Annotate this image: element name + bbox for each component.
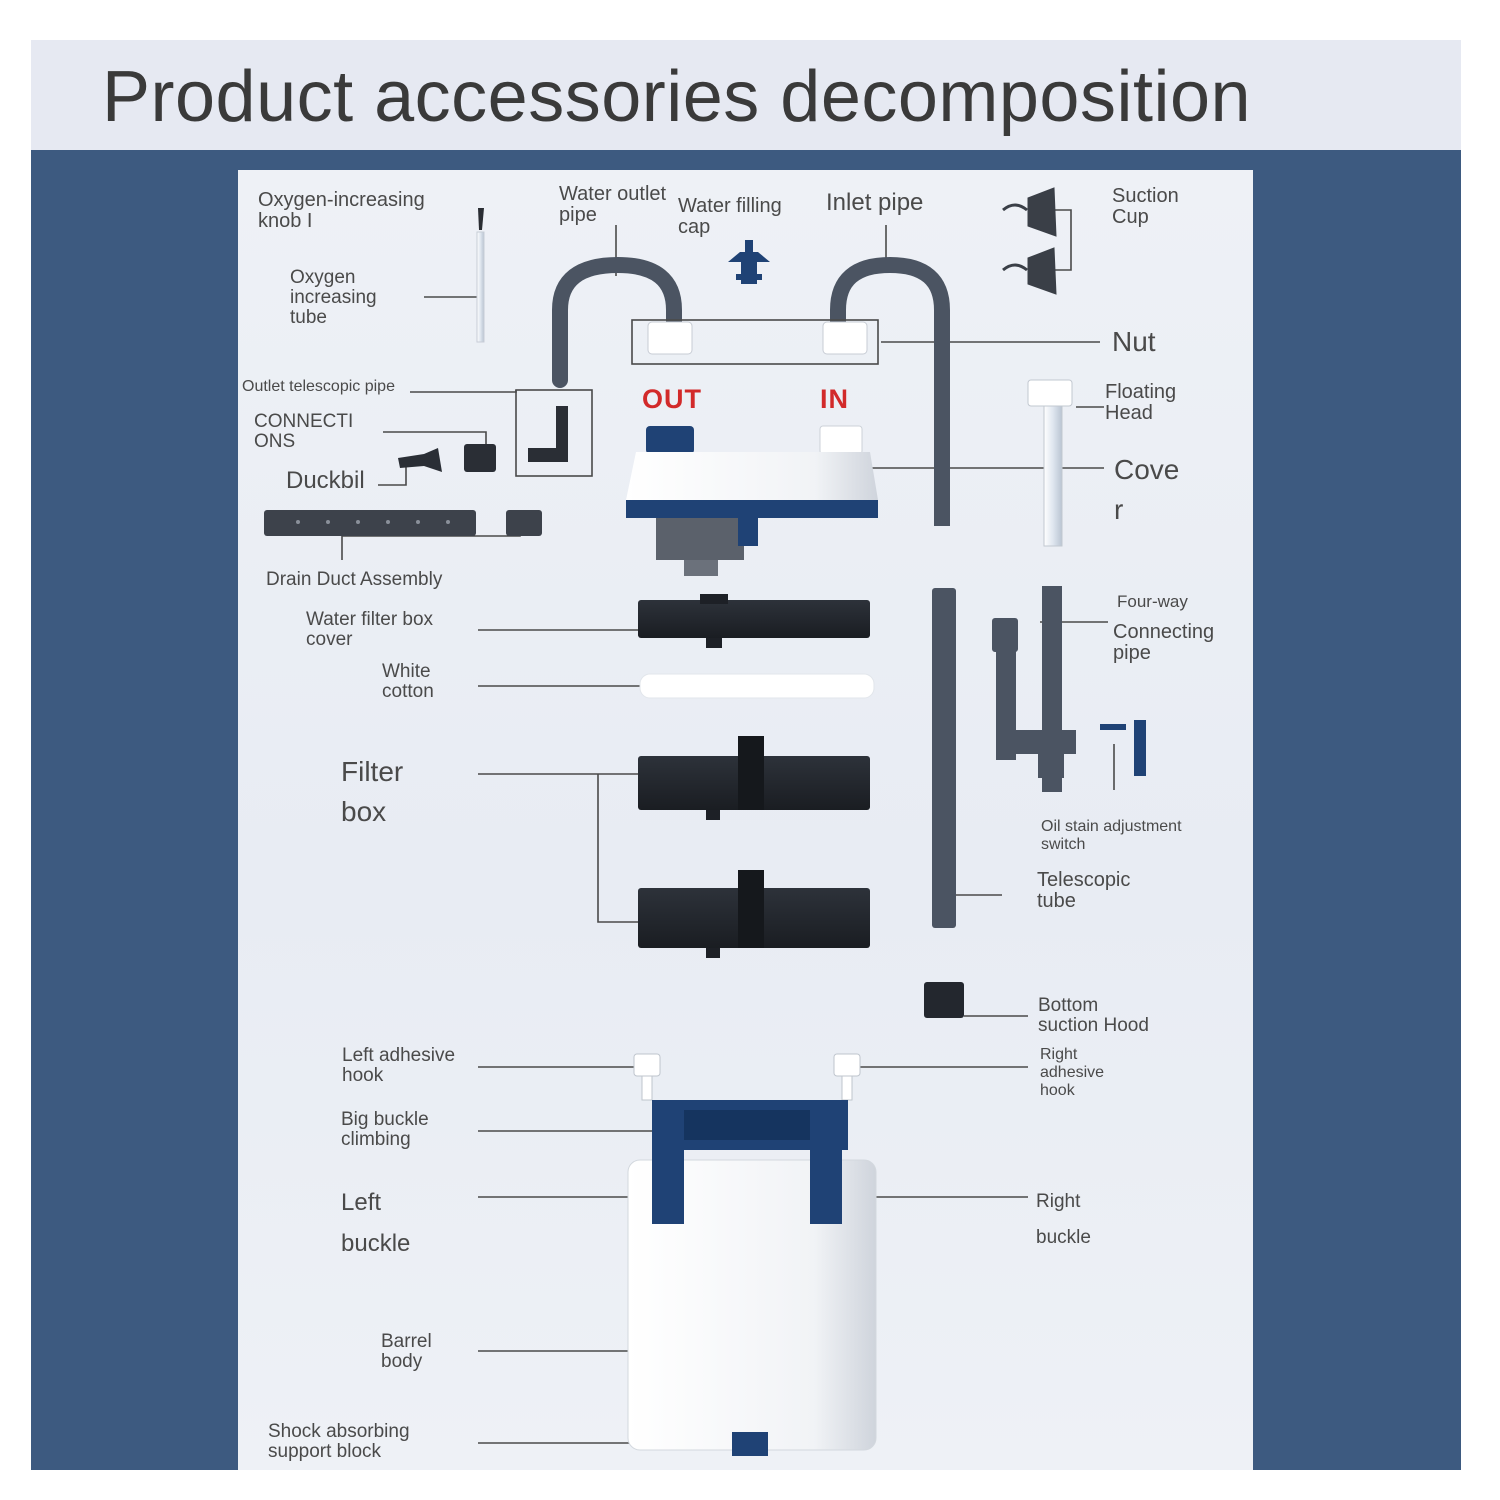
label-duckbil: Duckbil bbox=[286, 467, 365, 494]
label-barrel-body: Barrel body bbox=[381, 1331, 432, 1372]
label-cover: Cove r bbox=[1114, 454, 1180, 525]
label-white-cotton: White cotton bbox=[382, 661, 434, 702]
drain-duct-part bbox=[264, 510, 542, 536]
barrel-body-part bbox=[627, 1100, 877, 1456]
label-connections: CONNECTI ONS bbox=[254, 411, 354, 452]
label-telescopic-tube: Telescopic tube bbox=[1037, 869, 1131, 912]
exploded-diagram bbox=[264, 187, 1146, 1456]
telescopic-tube-part bbox=[932, 588, 956, 928]
label-shock-block: Shock absorbing support block bbox=[268, 1421, 410, 1462]
outlet-pipe-part bbox=[552, 256, 682, 388]
label-oil-stain-switch: Oil stain adjustment switch bbox=[1041, 818, 1182, 853]
oil-stain-switch-part bbox=[1100, 720, 1146, 776]
port-out-label: OUT bbox=[642, 384, 702, 414]
label-water-filling-cap: Water filling cap bbox=[678, 195, 782, 238]
label-four-way: Four-way bbox=[1117, 592, 1188, 611]
label-right-adhesive-hook: Right adhesive hook bbox=[1040, 1046, 1105, 1099]
adhesive-hook-part bbox=[633, 1053, 861, 1101]
filter-box-cover-part bbox=[638, 594, 870, 648]
label-inlet-pipe: Inlet pipe bbox=[826, 189, 924, 216]
oxygen-knob-part bbox=[476, 208, 485, 343]
label-left-buckle: Left buckle bbox=[341, 1189, 411, 1257]
label-floating-head: Floating Head bbox=[1105, 381, 1177, 424]
white-cotton-part bbox=[639, 673, 875, 699]
label-suction-cup: Suction Cup bbox=[1112, 185, 1179, 228]
label-filter-box: Filter box bbox=[341, 756, 404, 827]
label-oxygen-tube: Oxygen increasing tube bbox=[290, 267, 377, 328]
duckbill-part bbox=[398, 444, 496, 472]
label-outlet-telescopic-pipe: Outlet telescopic pipe bbox=[242, 378, 395, 395]
page-title: Product accessories decomposition bbox=[102, 57, 1252, 137]
diagram-panel: Oxygen-increasing knob I Oxygen increasi… bbox=[238, 170, 1253, 1470]
label-nut: Nut bbox=[1112, 326, 1156, 357]
label-right-buckle: Right buckle bbox=[1036, 1191, 1091, 1248]
port-in-label: IN bbox=[820, 384, 849, 414]
label-filter-box-cover: Water filter box cover bbox=[306, 609, 434, 650]
label-connecting-pipe: Connecting pipe bbox=[1113, 621, 1215, 664]
floating-head-part bbox=[1027, 379, 1073, 547]
water-filling-cap-part bbox=[728, 240, 770, 284]
outlet-telescopic-part bbox=[515, 389, 593, 477]
label-oxygen-knob: Oxygen-increasing knob I bbox=[258, 189, 425, 232]
cover-part bbox=[626, 425, 878, 576]
filter-box-part bbox=[638, 736, 870, 958]
label-drain-duct: Drain Duct Assembly bbox=[266, 569, 443, 590]
label-bottom-suction-hood: Bottom suction Hood bbox=[1038, 995, 1149, 1036]
inlet-pipe-part bbox=[830, 256, 950, 526]
label-left-adhesive-hook: Left adhesive hook bbox=[342, 1045, 456, 1086]
bottom-suction-hood-part bbox=[924, 982, 964, 1018]
nut-part bbox=[631, 319, 879, 365]
label-water-outlet-pipe: Water outlet pipe bbox=[559, 183, 667, 226]
header-band bbox=[31, 40, 1461, 150]
four-way-pipe-part bbox=[992, 586, 1076, 792]
suction-cup-part bbox=[1002, 187, 1057, 295]
label-big-buckle: Big buckle climbing bbox=[341, 1109, 429, 1150]
